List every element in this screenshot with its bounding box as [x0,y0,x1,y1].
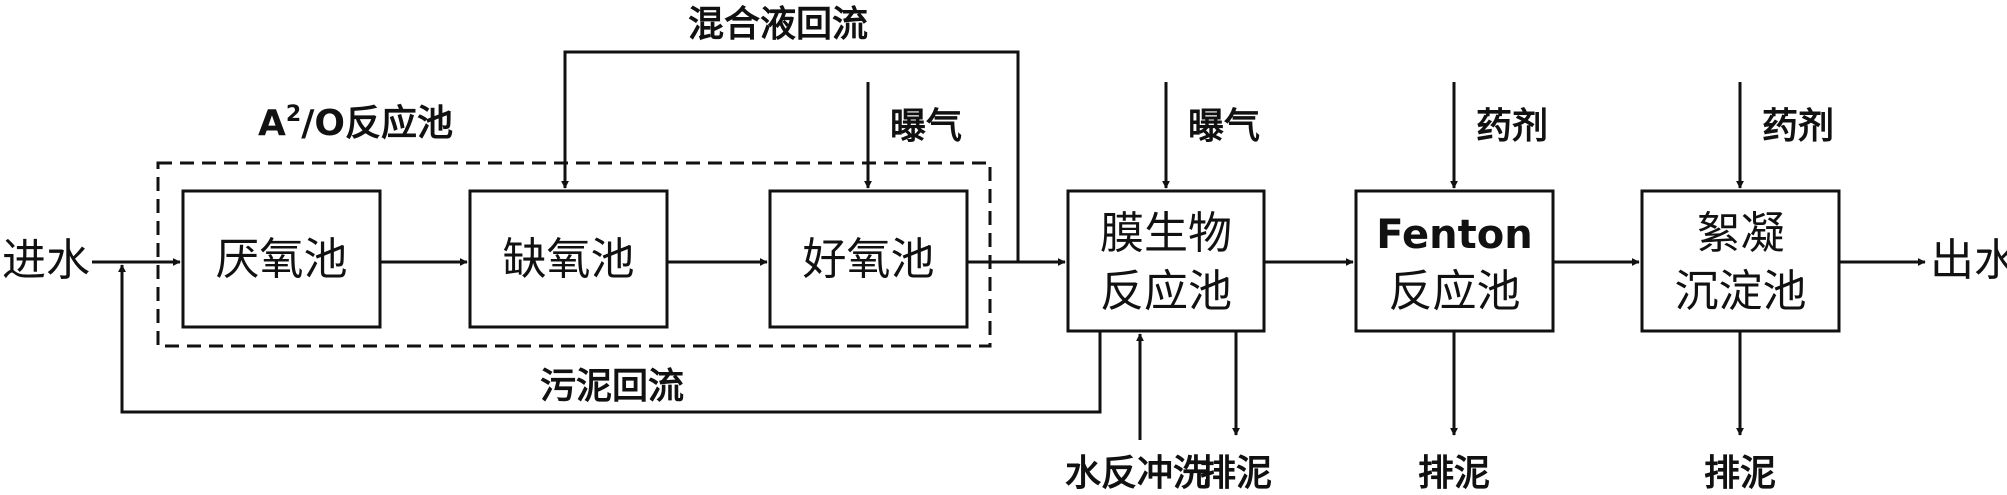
anaerobic-tank-box [181,189,382,329]
chemical-fenton-label: 药剂 [1476,106,1548,147]
chemical-floc-label: 药剂 [1762,106,1834,147]
a2o-label-sup: 2 [286,102,301,127]
anaerobic-tank-label: 厌氧池 [216,234,348,285]
backwash-label: 水反冲洗 [1065,453,1209,494]
inflow-label: 进水 [2,235,90,286]
a2o-group-boundary [156,161,992,348]
sludge-out-floc-label: 排泥 [1704,453,1776,494]
fenton-reactor-label-line2: 反应池 [1389,266,1521,317]
aerobic-tank-label: 好氧池 [803,234,935,285]
flocculation-tank-label-line2: 沉淀池 [1675,266,1807,317]
mbr-reactor-box [1066,189,1266,333]
mixed-liquor-return-line [561,50,1020,262]
sludge-out-fenton-label: 排泥 [1418,453,1490,494]
outflow-label: 出水 [1930,235,2007,286]
flocculation-tank-label-line1: 絮凝 [1697,208,1785,259]
a2o-label-rest: /O反应池 [301,103,453,144]
aerobic-tank-box [768,189,969,329]
mbr-reactor-label-line2: 反应池 [1100,266,1232,317]
flocculation-tank-box [1640,189,1841,333]
anoxic-tank-label: 缺氧池 [503,234,635,285]
a2o-group-label: A2/O反应池 [258,102,453,144]
anoxic-tank-box [468,189,669,329]
a2o-label-main: A [258,103,286,144]
mbr-reactor-label-line1: 膜生物 [1100,208,1232,259]
mixed-liquor-return-label: 混合液回流 [688,4,868,45]
sludge-return-line [118,264,1102,414]
fenton-reactor-label-line1: Fenton [1376,212,1532,258]
sludge-return-label: 污泥回流 [540,366,684,407]
sludge-out-mbr-label: 排泥 [1200,453,1272,494]
aeration-mbr-label: 曝气 [1188,106,1260,147]
aeration-aerobic-label: 曝气 [890,106,962,147]
